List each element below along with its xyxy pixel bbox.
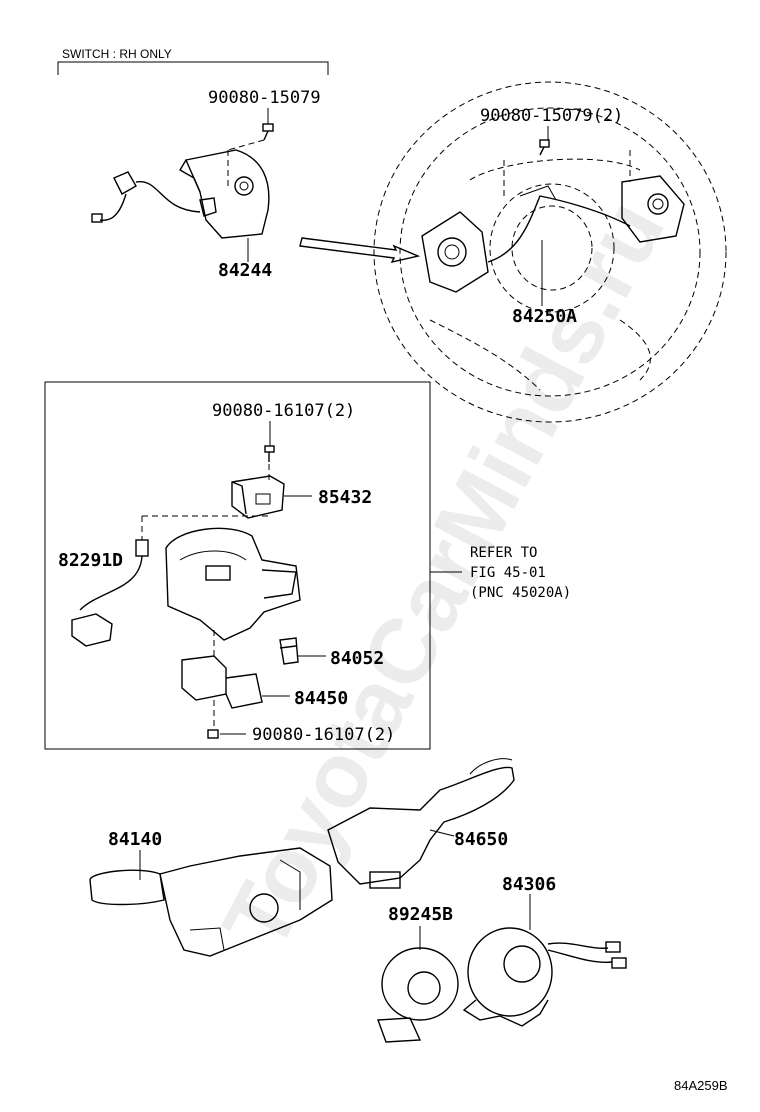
screw-guide-tl <box>227 139 265 151</box>
arrow-to-wheel <box>299 237 421 264</box>
lock-body <box>165 527 301 641</box>
label-84306: 84306 <box>502 874 556 895</box>
label-90080-16107-bottom: 90080-16107(2) <box>252 725 395 745</box>
lock-assy-box <box>44 381 431 750</box>
spiral-cable-84306 <box>462 927 627 1027</box>
screw-icon <box>264 445 275 462</box>
label-84140: 84140 <box>108 829 162 850</box>
wire-harness-left <box>91 171 201 223</box>
figure-code: 84A259B <box>674 1078 728 1093</box>
refer-line1: REFER TO <box>470 545 537 561</box>
steering-wheel-icon <box>373 81 727 423</box>
rh-only-bracket <box>57 61 329 75</box>
label-90080-15079-2: 90080-15079(2) <box>480 106 623 126</box>
refer-line3: (PNC 45020A) <box>470 585 571 601</box>
steering-sensor-89245b <box>377 947 459 1043</box>
watermark-text: ToyotaCarMinds.ru <box>204 184 684 966</box>
connector-icon <box>71 539 149 647</box>
label-84250a: 84250A <box>512 306 577 327</box>
label-90080-16107-top: 90080-16107(2) <box>212 401 355 421</box>
rh-only-note: SWITCH : RH ONLY <box>62 47 172 61</box>
label-84244: 84244 <box>218 260 272 281</box>
label-85432: 85432 <box>318 487 372 508</box>
housing-85432 <box>231 475 285 519</box>
label-89245b: 89245B <box>388 904 453 925</box>
label-84450: 84450 <box>294 688 348 709</box>
housing-84450 <box>181 655 263 709</box>
combo-switch-84140 <box>89 847 333 957</box>
label-84052: 84052 <box>330 648 384 669</box>
screw-icon <box>262 123 274 141</box>
combo-switch-84650 <box>327 758 515 889</box>
screw-icon <box>207 729 219 739</box>
watermark: ToyotaCarMinds.ru <box>204 184 684 966</box>
label-82291d: 82291D <box>58 550 123 571</box>
label-90080-15079: 90080-15079 <box>208 88 321 108</box>
key-cylinder-84052 <box>279 637 299 665</box>
switch-icon <box>179 149 270 239</box>
label-84650: 84650 <box>454 829 508 850</box>
screw-icon <box>539 139 550 156</box>
refer-line2: FIG 45-01 <box>470 565 546 581</box>
